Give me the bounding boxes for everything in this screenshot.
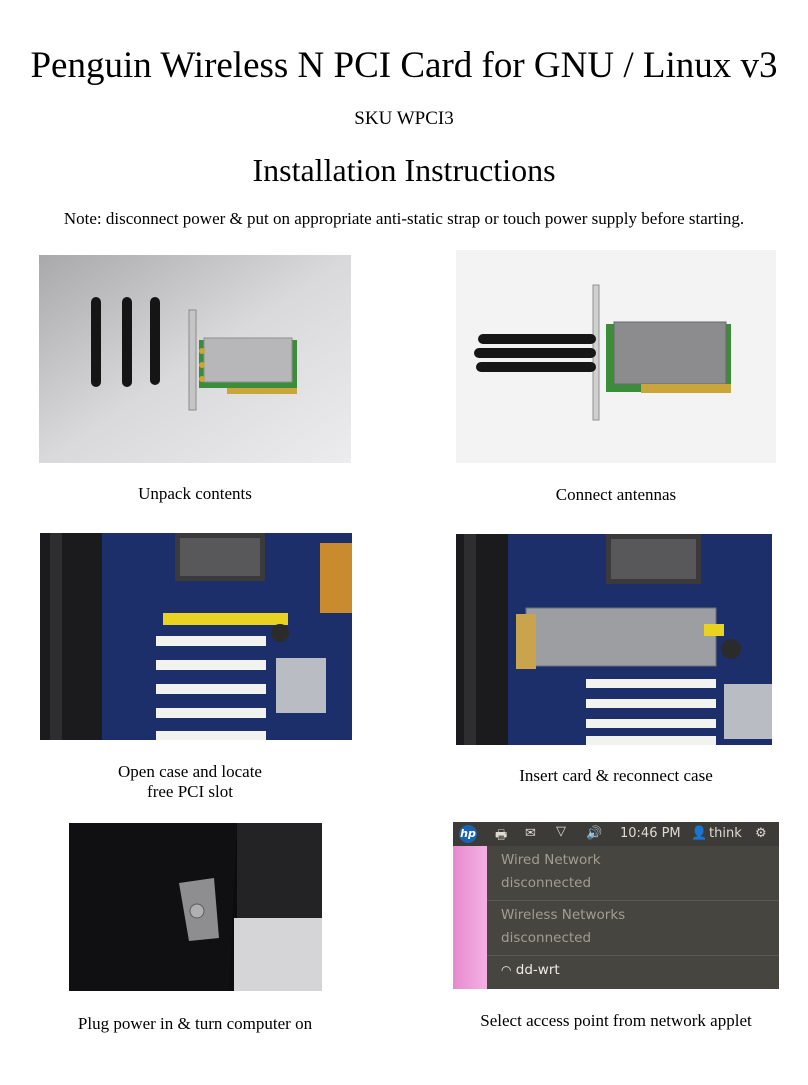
wireless-networks-status: disconnected [501, 930, 592, 946]
network-item-dd-wrt[interactable]: ◠ dd-wrt [501, 962, 560, 978]
wired-network-label: Wired Network [501, 852, 601, 868]
safety-note: Note: disconnect power & put on appropri… [63, 209, 745, 228]
hp-logo: hp [459, 825, 477, 843]
document-subtitle: Installation Instructions [252, 152, 556, 188]
network-menu: Wired Network disconnected Wireless Netw… [487, 846, 779, 989]
caption-connect-antennas: Connect antennas [555, 485, 677, 504]
caption-open-case-line2: free PCI slot [147, 782, 233, 801]
user-icon: 👤 [691, 826, 708, 841]
wireless-networks-label: Wireless Networks [501, 907, 626, 923]
photo-plug-power [69, 823, 322, 991]
caption-plug-power: Plug power in & turn computer on [77, 1014, 313, 1033]
photo-connect-antennas [456, 250, 776, 463]
volume-icon[interactable]: 🔊 [586, 826, 603, 841]
top-panel: hp 🖶 ✉ ▽ 🔊 10:46 PM 👤 think ⚙ [453, 822, 779, 847]
mail-icon: ✉ [525, 826, 536, 841]
photo-open-case [40, 533, 352, 740]
clock-time[interactable]: 10:46 PM [620, 826, 681, 841]
wireless-icon[interactable]: ▽ [556, 824, 566, 839]
menu-separator [487, 955, 779, 956]
caption-select-access-point: Select access point from network applet [480, 1011, 752, 1030]
gear-icon[interactable]: ⚙ [755, 826, 767, 841]
network-name: dd-wrt [515, 962, 560, 978]
desktop-background [453, 846, 487, 989]
wifi-signal-icon: ◠ [501, 963, 512, 977]
caption-unpack-contents: Unpack contents [138, 484, 252, 503]
photo-insert-card [456, 534, 772, 745]
caption-open-case: Open case and locate free PCI slot [40, 762, 340, 802]
caption-open-case-line1: Open case and locate [118, 762, 262, 781]
menu-separator [487, 900, 779, 901]
caption-insert-card: Insert card & reconnect case [519, 766, 713, 785]
sku-label: SKU WPCI3 [354, 108, 454, 129]
printer-icon: 🖶 [495, 828, 508, 843]
wired-network-status: disconnected [501, 875, 592, 891]
network-applet-screenshot: hp 🖶 ✉ ▽ 🔊 10:46 PM 👤 think ⚙ Wired Netw… [453, 822, 779, 989]
user-name[interactable]: think [709, 826, 742, 841]
photo-unpack-contents [39, 255, 351, 463]
document-title: Penguin Wireless N PCI Card for GNU / Li… [30, 45, 778, 86]
